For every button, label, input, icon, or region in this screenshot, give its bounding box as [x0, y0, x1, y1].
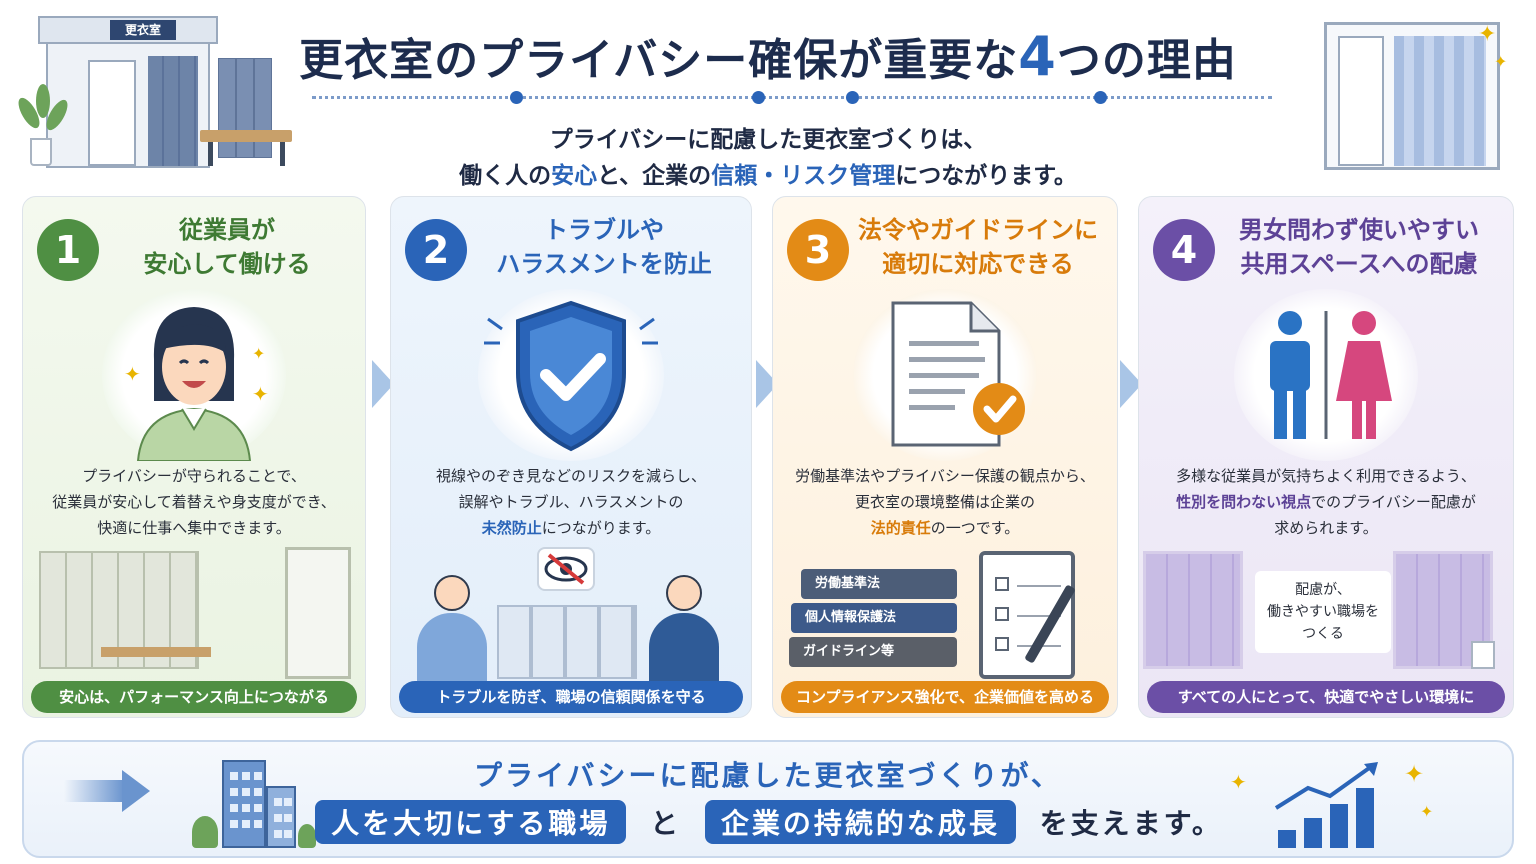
document-check-icon: [853, 289, 1037, 461]
card-heading: 法令やガイドラインに 適切に対応できる: [858, 216, 1098, 278]
page-title: 更衣室のプライバシー確保が重要な4つの理由: [299, 25, 1237, 88]
message-sign: 配慮が、 働きやすい職場を つくる: [1255, 571, 1391, 653]
svg-text:✦: ✦: [252, 344, 265, 363]
subtitle: プライバシーに配慮した更衣室づくりは、 働く人の安心と、企業の信頼・リスク管理に…: [459, 127, 1077, 189]
sparkle-icon: ✦: [1230, 770, 1247, 794]
highlight-chip: 企業の持続的な成長: [704, 800, 1016, 844]
bench-icon: [101, 647, 211, 657]
conclusion-banner: プライバシーに配慮した更衣室づくりが、 人を大切にする職場 と 企業の持続的な成…: [22, 740, 1514, 858]
shared-space-scene: 配慮が、 働きやすい職場を つくる: [1139, 541, 1513, 689]
no-peeking-eye-icon: [537, 547, 595, 591]
divider-dot: [752, 91, 765, 104]
smiling-woman-icon: ✦ ✦ ✦: [102, 289, 286, 462]
conclusion-line1: プライバシーに配慮した更衣室づくりが、: [474, 759, 1062, 792]
highlight-chip: 人を大切にする職場: [315, 800, 627, 844]
male-female-icon: [1234, 289, 1418, 461]
card-heading: 従業員が 安心して働ける: [143, 216, 311, 278]
door-icon: [285, 547, 351, 679]
sparkle-icon: ✦: [1404, 760, 1425, 788]
card-heading: トラブルや ハラスメントを防止: [496, 216, 712, 278]
divider-dot: [510, 91, 523, 104]
card-summary-pill: 安心は、パフォーマンス向上につながる: [31, 681, 357, 713]
chevron-right-icon: [1120, 360, 1142, 408]
card-heading: 男女問わず使いやすい 共用スペースへの配慮: [1239, 216, 1479, 278]
arrow-right-icon: [64, 770, 152, 812]
card-description: 視線やのぞき見などのリスクを減らし、 誤解やトラブル、ハラスメントの 未然防止に…: [435, 467, 706, 537]
sparkle-icon: ✦: [1478, 22, 1497, 47]
law-book: 個人情報保護法: [791, 603, 957, 633]
locker-room-scene: [23, 541, 365, 689]
card-summary-pill: コンプライアンス強化で、企業価値を高める: [781, 681, 1109, 713]
plant-icon: [1471, 641, 1495, 669]
number-badge: 4: [1153, 219, 1215, 281]
sparkle-icon: ✦: [1420, 802, 1434, 821]
divider-dot: [846, 91, 859, 104]
reason-card-1: 1 従業員が 安心して働ける ✦ ✦ ✦ プライバシーが守られることで、 従業員…: [22, 196, 366, 718]
svg-text:✦: ✦: [124, 362, 141, 386]
law-book: 労働基準法: [801, 569, 957, 599]
growth-chart-icon: [1268, 758, 1398, 848]
card-description: 多様な従業員が気持ちよく利用できるよう、 性別を問わない視点でのプライバシー配慮…: [1176, 467, 1476, 537]
worried-woman-icon: [417, 575, 487, 687]
card-summary-pill: すべての人にとって、快適でやさしい環境に: [1147, 681, 1505, 713]
title-divider: [312, 96, 1272, 100]
card-description: 労働基準法やプライバシー保護の観点から、 更衣室の環境整備は企業の 法的責任の一…: [795, 467, 1095, 537]
reason-card-4: 4 男女問わず使いやすい 共用スペースへの配慮 多様な従業員が気持ちよく利用でき…: [1138, 196, 1514, 718]
shield-check-icon: [478, 289, 664, 461]
divider-dot: [1094, 91, 1107, 104]
worried-man-icon: [649, 575, 719, 687]
sparkle-icon: ✦: [1494, 52, 1508, 71]
number-badge: 1: [37, 219, 99, 281]
conclusion-line2: 人を大切にする職場 と 企業の持続的な成長 を支えます。: [24, 800, 1512, 844]
law-books-scene: 労働基準法 個人情報保護法 ガイドライン等: [773, 541, 1117, 689]
reason-card-3: 3 法令やガイドラインに 適切に対応できる 労働基準法やプライバシー保護の観点か…: [772, 196, 1118, 718]
worried-people-scene: [391, 541, 751, 689]
chevron-right-icon: [372, 360, 394, 408]
changing-room-building-illustration: 更衣室: [38, 16, 218, 168]
fitting-booth-illustration: [1324, 22, 1500, 170]
bench-icon: [200, 130, 292, 142]
reason-card-2: 2 トラブルや ハラスメントを防止 視線やのぞき見などのリスクを減らし、 誤解や…: [390, 196, 752, 718]
number-badge: 3: [787, 219, 849, 281]
svg-text:✦: ✦: [252, 382, 269, 406]
law-book: ガイドライン等: [789, 637, 957, 667]
office-building-icon: [186, 758, 316, 848]
building-sign: 更衣室: [110, 20, 176, 40]
number-badge: 2: [405, 219, 467, 281]
fitting-booth-icon: [1143, 551, 1243, 669]
card-description: プライバシーが守られることで、 従業員が安心して着替えや身支度ができ、 快適に仕…: [52, 467, 336, 537]
plant-icon: [30, 138, 52, 166]
card-summary-pill: トラブルを防ぎ、職場の信頼関係を守る: [399, 681, 743, 713]
